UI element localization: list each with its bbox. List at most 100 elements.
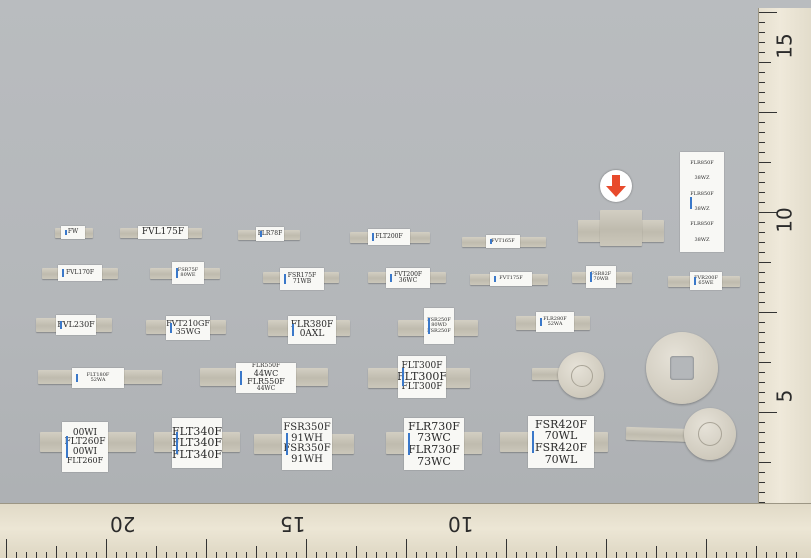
ruler-tick xyxy=(86,552,87,558)
ruler-tick xyxy=(336,552,337,558)
ruler-tick xyxy=(759,262,771,263)
ruler-tick xyxy=(406,539,407,558)
ruler-tick xyxy=(526,552,527,558)
ruler-tick xyxy=(759,22,765,23)
ruler-tick xyxy=(196,552,197,558)
ruler-tick xyxy=(759,152,765,153)
ruler-tick xyxy=(759,312,777,313)
ruler-tick xyxy=(436,552,437,558)
ruler-tick xyxy=(759,32,765,33)
ruler-tick xyxy=(726,552,727,558)
ruler-tick xyxy=(486,552,487,558)
ruler-tick xyxy=(746,552,747,558)
fuse-label: FLR78F xyxy=(256,227,284,241)
ruler-tick xyxy=(366,552,367,558)
ruler-tick xyxy=(759,382,765,383)
ruler-tick xyxy=(706,539,707,558)
ruler-tick xyxy=(416,552,417,558)
ruler-tick xyxy=(759,282,765,283)
ruler-tick xyxy=(759,412,777,413)
ruler-tick xyxy=(759,222,765,223)
ruler-tick xyxy=(456,546,457,558)
ruler-tick xyxy=(66,552,67,558)
ruler-tick xyxy=(16,552,17,558)
ruler-tick xyxy=(759,192,765,193)
ruler-tick xyxy=(636,552,637,558)
ruler-tick xyxy=(596,552,597,558)
ruler-tick xyxy=(516,552,517,558)
ruler-tick xyxy=(759,502,765,503)
ruler-tick xyxy=(759,292,765,293)
ruler-tick xyxy=(756,546,757,558)
ruler-tick xyxy=(466,552,467,558)
ruler-tick xyxy=(586,552,587,558)
fuse-label: FVL230F xyxy=(56,315,96,335)
ruler-right: 15 10 5 xyxy=(758,8,811,558)
ruler-tick xyxy=(206,539,207,558)
ruler-bottom-label: 10 xyxy=(448,512,474,536)
ruler-right-label: 5 xyxy=(772,389,797,403)
ruler-tick xyxy=(686,552,687,558)
ruler-tick xyxy=(759,92,765,93)
ruler-tick xyxy=(759,212,777,213)
ruler-tick xyxy=(759,132,765,133)
ruler-tick xyxy=(759,162,771,163)
ruler-tick xyxy=(626,552,627,558)
ruler-tick xyxy=(246,552,247,558)
ruler-tick xyxy=(556,546,557,558)
ruler-tick xyxy=(759,322,765,323)
ruler-tick xyxy=(759,242,765,243)
ruler-tick xyxy=(136,552,137,558)
metal-disc xyxy=(558,352,604,398)
fuse-label: FVL170F xyxy=(58,265,102,281)
ruler-tick xyxy=(759,392,765,393)
ruler-tick xyxy=(759,332,765,333)
ruler-tick xyxy=(256,546,257,558)
ruler-tick xyxy=(759,422,765,423)
ruler-tick xyxy=(759,72,765,73)
ruler-tick xyxy=(606,539,607,558)
ruler-tick xyxy=(346,552,347,558)
metal-tab xyxy=(600,210,642,246)
ruler-tick xyxy=(759,342,765,343)
ruler-tick xyxy=(759,432,765,433)
ruler-tick xyxy=(496,552,497,558)
ruler-tick xyxy=(236,552,237,558)
ruler-tick xyxy=(106,539,107,558)
ruler-tick xyxy=(186,552,187,558)
ruler-tick xyxy=(666,552,667,558)
ruler-tick xyxy=(716,552,717,558)
ruler-tick xyxy=(786,552,787,558)
ruler-tick xyxy=(506,539,507,558)
ruler-tick xyxy=(446,552,447,558)
ruler-tick xyxy=(776,552,777,558)
ruler-tick xyxy=(96,552,97,558)
ruler-tick xyxy=(6,539,7,558)
ruler-tick xyxy=(266,552,267,558)
ruler-tick xyxy=(376,552,377,558)
ruler-tick xyxy=(759,182,765,183)
ruler-tick xyxy=(759,232,765,233)
ruler-tick xyxy=(46,552,47,558)
ruler-tick xyxy=(26,552,27,558)
fuse-label: FVL175F xyxy=(138,226,188,239)
fuse-label: FW xyxy=(61,226,85,239)
arrow-down-icon xyxy=(600,170,632,202)
metal-washer xyxy=(646,332,718,404)
ruler-tick xyxy=(296,552,297,558)
ruler-tick xyxy=(36,552,37,558)
fuse-label: FVT175F xyxy=(490,272,532,286)
